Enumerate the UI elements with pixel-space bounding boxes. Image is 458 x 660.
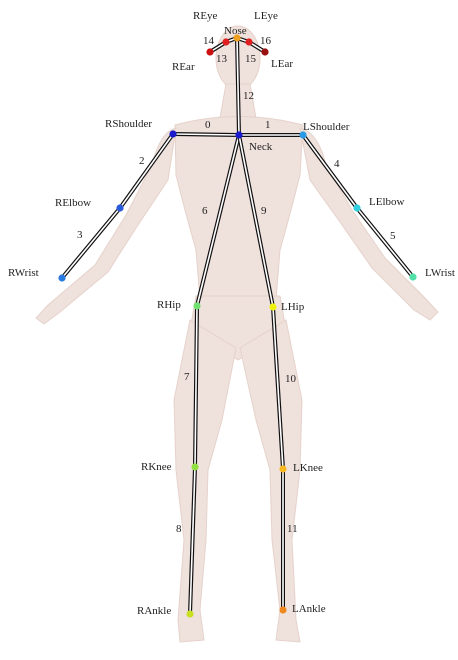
joint-label-relbow: RElbow (55, 197, 91, 209)
limb-index-2: 2 (139, 155, 145, 167)
joint-relbow (116, 204, 123, 211)
joint-rhip (193, 302, 200, 309)
joint-rear (206, 48, 213, 55)
limb-index-1: 1 (265, 119, 271, 131)
limb-index-11: 11 (287, 523, 298, 535)
joint-label-lelbow: LElbow (369, 196, 404, 208)
joint-lwrist (409, 273, 416, 280)
limb-index-12: 12 (243, 90, 254, 102)
joint-reye (222, 38, 229, 45)
limb-index-7: 7 (184, 371, 190, 383)
joint-label-rear: REar (172, 61, 195, 73)
joint-lhip (269, 303, 276, 310)
joint-rwrist (58, 274, 65, 281)
limb-index-10: 10 (285, 373, 297, 385)
joint-label-lhip: LHip (281, 301, 305, 313)
joint-label-lwrist: LWrist (425, 267, 455, 279)
limb-index-4: 4 (334, 158, 340, 170)
joint-label-lear: LEar (271, 58, 293, 70)
limb-index-3: 3 (77, 229, 83, 241)
joint-label-lknee: LKnee (293, 462, 323, 474)
limb-index-8: 8 (176, 523, 182, 535)
limb-index-14: 14 (203, 35, 215, 47)
joint-label-nose: Nose (224, 25, 247, 37)
limb-neck-rshoulder (173, 134, 239, 135)
joint-lelbow (353, 204, 360, 211)
limb-index-15: 15 (245, 53, 257, 65)
limb-index-5: 5 (390, 230, 396, 242)
joint-rknee (191, 463, 198, 470)
joint-label-leye: LEye (254, 10, 278, 22)
joint-lknee (279, 465, 286, 472)
limb-index-0: 0 (205, 119, 211, 131)
limb-neck-nose (237, 38, 239, 135)
joint-label-reye: REye (193, 10, 218, 22)
joint-label-lankle: LAnkle (292, 603, 326, 615)
joint-neck (235, 131, 242, 138)
joint-lear (261, 48, 268, 55)
limb-index-13: 13 (216, 53, 228, 65)
joint-rankle (186, 610, 193, 617)
joint-leye (245, 38, 252, 45)
joint-lankle (279, 606, 286, 613)
limb-index-6: 6 (202, 205, 208, 217)
joint-label-lshoulder: LShoulder (303, 121, 350, 133)
limb-index-16: 16 (260, 35, 272, 47)
joint-label-rhip: RHip (157, 299, 181, 311)
joint-label-rwrist: RWrist (8, 267, 39, 279)
joint-label-rankle: RAnkle (137, 605, 171, 617)
joint-label-rshoulder: RShoulder (105, 118, 152, 130)
limb-rhip-rknee (195, 306, 197, 467)
joint-rshoulder (169, 130, 176, 137)
limb-core (173, 134, 239, 135)
limb-index-9: 9 (261, 205, 267, 217)
joint-label-rknee: RKnee (141, 461, 172, 473)
joint-label-neck: Neck (249, 141, 273, 153)
